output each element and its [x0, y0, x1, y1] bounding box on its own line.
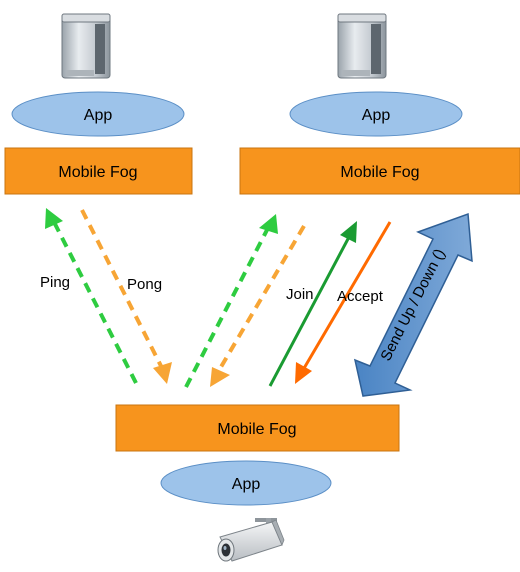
- left-fog-label: Mobile Fog: [58, 164, 137, 181]
- left-server-icon: [61, 13, 111, 79]
- ping-label: Ping: [40, 274, 70, 291]
- left-mobile-fog-node: Mobile Fog: [4, 147, 193, 195]
- bottom-app-label: App: [232, 476, 261, 493]
- accept-arrow: [295, 221, 392, 384]
- join-label: Join: [286, 286, 314, 303]
- send-up-down-arrow: Send Up / Down (): [353, 212, 473, 397]
- join-arrow: [268, 221, 357, 387]
- bottom-mobile-fog-node: Mobile Fog: [115, 404, 400, 452]
- right-app-node: App: [289, 91, 463, 137]
- right-fog-label: Mobile Fog: [340, 164, 419, 181]
- right-mobile-fog-node: Mobile Fog: [239, 147, 520, 195]
- left-app-label: App: [84, 107, 113, 124]
- pong-arrow-left: [80, 209, 172, 384]
- pong-arrow-right: [210, 224, 306, 387]
- left-app-node: App: [11, 91, 185, 137]
- pong-label: Pong: [127, 276, 162, 293]
- security-camera-icon: [217, 518, 285, 562]
- ping-arrow-right: [184, 214, 278, 388]
- right-app-label: App: [362, 107, 391, 124]
- accept-label: Accept: [337, 288, 384, 305]
- bottom-app-node: App: [160, 460, 332, 506]
- bottom-fog-label: Mobile Fog: [217, 421, 296, 438]
- right-server-icon: [337, 13, 387, 79]
- ping-arrow-left: [45, 208, 138, 384]
